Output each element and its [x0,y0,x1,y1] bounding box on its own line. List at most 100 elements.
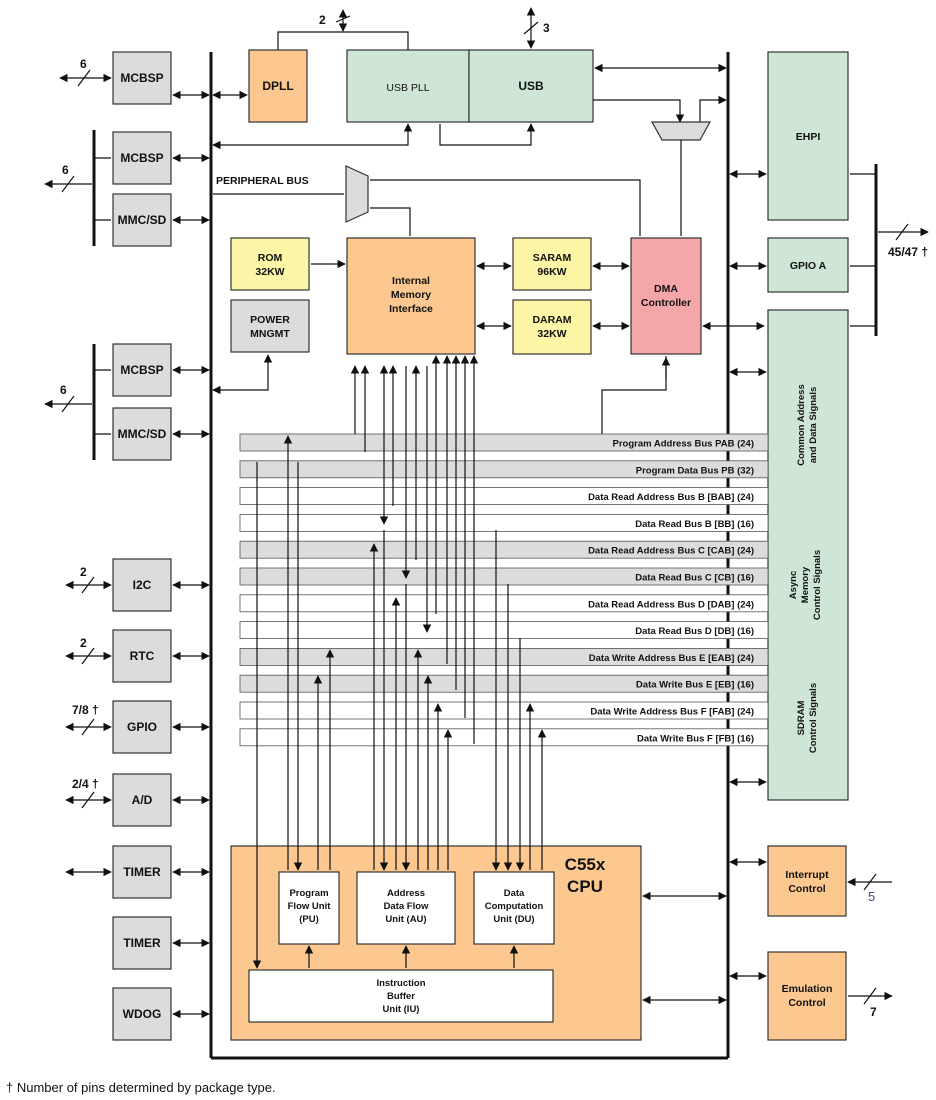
power-mngmt-block: POWER MNGMT [230,299,310,353]
bus-bar-9 [239,648,769,666]
svg-text:MCBSP: MCBSP [120,71,163,85]
ad-block: A/D [112,773,172,827]
bus-bar-4 [239,514,769,532]
pbus-to-imi [370,207,411,236]
bus-label-9: Data Write Address Bus E [EAB] (24) [589,653,754,664]
mcbsp-block-2: MCBSP [112,131,172,185]
svg-text:2/4 †: 2/4 † [72,777,99,791]
svg-text:6: 6 [62,163,69,177]
svg-text:Interrupt: Interrupt [785,869,829,881]
mmcsd-block-1: MMC/SD [112,193,172,247]
svg-text:32KW: 32KW [537,328,566,340]
peripheral-bus-mux [345,165,369,223]
bus-bar-1 [239,433,769,452]
gpio-block: GPIO [112,700,172,754]
bus-label-7: Data Read Address Bus D [DAB] (24) [588,599,754,610]
bus-label-10: Data Write Bus E [EB] (16) [636,680,754,691]
left-pin-connections: 6 6 6 2 2 7/8 † 2/4 † [44,57,112,877]
svg-text:EHPI: EHPI [796,131,821,143]
svg-text:Unit (IU): Unit (IU) [383,1004,420,1015]
internal-memory-interface: Internal Memory Interface [346,237,476,355]
bus-label-3: Data Read Address Bus B [BAB] (24) [588,492,754,503]
svg-text:Memory: Memory [800,566,811,603]
emulation-control-block: Emulation Control [767,951,847,1041]
svg-text:Emulation: Emulation [782,983,833,995]
bus-label-11: Data Write Address Bus F [FAB] (24) [590,707,754,718]
wdog-block: WDOG [112,987,172,1041]
svg-text:TIMER: TIMER [123,865,161,879]
bus-label-4: Data Read Bus B [BB] (16) [635,519,754,530]
svg-text:Buffer: Buffer [387,991,415,1002]
svg-text:6: 6 [80,57,87,71]
svg-text:Instruction: Instruction [376,978,425,989]
dpll-block: DPLL [248,49,308,123]
bus-bar-8 [239,621,769,639]
usb-pll-block: USB PLL [346,49,470,123]
svg-text:ROM: ROM [258,252,283,264]
svg-text:GPIO A: GPIO A [790,260,827,272]
svg-text:Unit (AU): Unit (AU) [385,914,426,925]
svg-text:Control: Control [788,883,825,895]
svg-text:CPU: CPU [567,877,603,896]
svg-text:USB PLL: USB PLL [386,82,429,94]
external-memory-signals: Common Address and Data Signals Async Me… [767,309,849,801]
imi-bus-taps [350,355,479,744]
bus-bar-10 [239,674,769,693]
svg-text:C55x: C55x [565,855,606,874]
bus-bar-12 [239,728,769,747]
bus-bar-3 [239,487,769,506]
cpu-internal-connectors [252,462,727,1005]
svg-text:TIMER: TIMER [123,936,161,950]
svg-text:32KW: 32KW [255,266,284,278]
svg-text:7/8 †: 7/8 † [72,703,99,717]
rom-block: ROM 32KW [230,237,310,291]
mcbsp-block-3: MCBSP [112,343,172,397]
svg-text:WDOG: WDOG [123,1007,162,1021]
svg-text:Address: Address [387,888,425,899]
svg-text:Interface: Interface [389,303,433,315]
svg-text:RTC: RTC [130,649,155,663]
svg-text:USB: USB [518,79,544,93]
svg-text:GPIO: GPIO [127,720,157,734]
address-data-flow-unit: Address Data Flow Unit (AU) [356,871,456,945]
svg-text:I2C: I2C [133,578,152,592]
svg-text:2: 2 [80,636,87,650]
svg-text:DMA: DMA [654,283,678,295]
bus-bar-6 [239,567,769,586]
svg-text:2: 2 [319,13,326,27]
svg-text:Memory: Memory [391,289,431,301]
svg-text:DPLL: DPLL [262,79,293,93]
left-block-connectors [172,90,210,1019]
svg-text:MNGMT: MNGMT [250,328,290,340]
svg-text:A/D: A/D [132,793,153,807]
svg-text:(PU): (PU) [299,914,319,925]
program-flow-unit: Program Flow Unit (PU) [278,871,340,945]
svg-text:SDRAM: SDRAM [796,701,807,736]
svg-text:Internal: Internal [392,275,430,287]
svg-text:and Data Signals: and Data Signals [808,387,819,464]
svg-text:7: 7 [870,1005,877,1019]
bus-label-12: Data Write Bus F [FB] (16) [637,733,754,744]
cpu-bus-connections [283,435,547,871]
mmcsd-block-2: MMC/SD [112,407,172,461]
bus-label-5: Data Read Address Bus C [CAB] (24) [588,546,754,557]
svg-text:Control: Control [788,997,825,1009]
svg-text:45/47 †: 45/47 † [888,245,928,259]
saram-block: SARAM 96KW [512,237,592,291]
svg-text:Flow Unit: Flow Unit [288,901,332,912]
svg-text:Control Signals: Control Signals [808,683,819,753]
svg-text:DARAM: DARAM [532,314,571,326]
svg-text:Unit (DU): Unit (DU) [493,914,534,925]
svg-text:2: 2 [80,565,87,579]
svg-text:6: 6 [60,383,67,397]
bus-label-6: Data Read Bus C [CB] (16) [635,573,754,584]
timer-block-2: TIMER [112,916,172,970]
bus-bar-11 [239,701,769,720]
instruction-buffer-unit: Instruction Buffer Unit (IU) [248,969,554,1023]
top-connectors: 2 3 [212,7,727,150]
right-connectors: 45/47 † 5 7 [729,164,929,1019]
svg-text:POWER: POWER [250,314,290,326]
usb-block: USB [468,49,594,123]
svg-text:Common Address: Common Address [796,384,807,465]
footnote: † Number of pins determined by package t… [6,1080,276,1095]
